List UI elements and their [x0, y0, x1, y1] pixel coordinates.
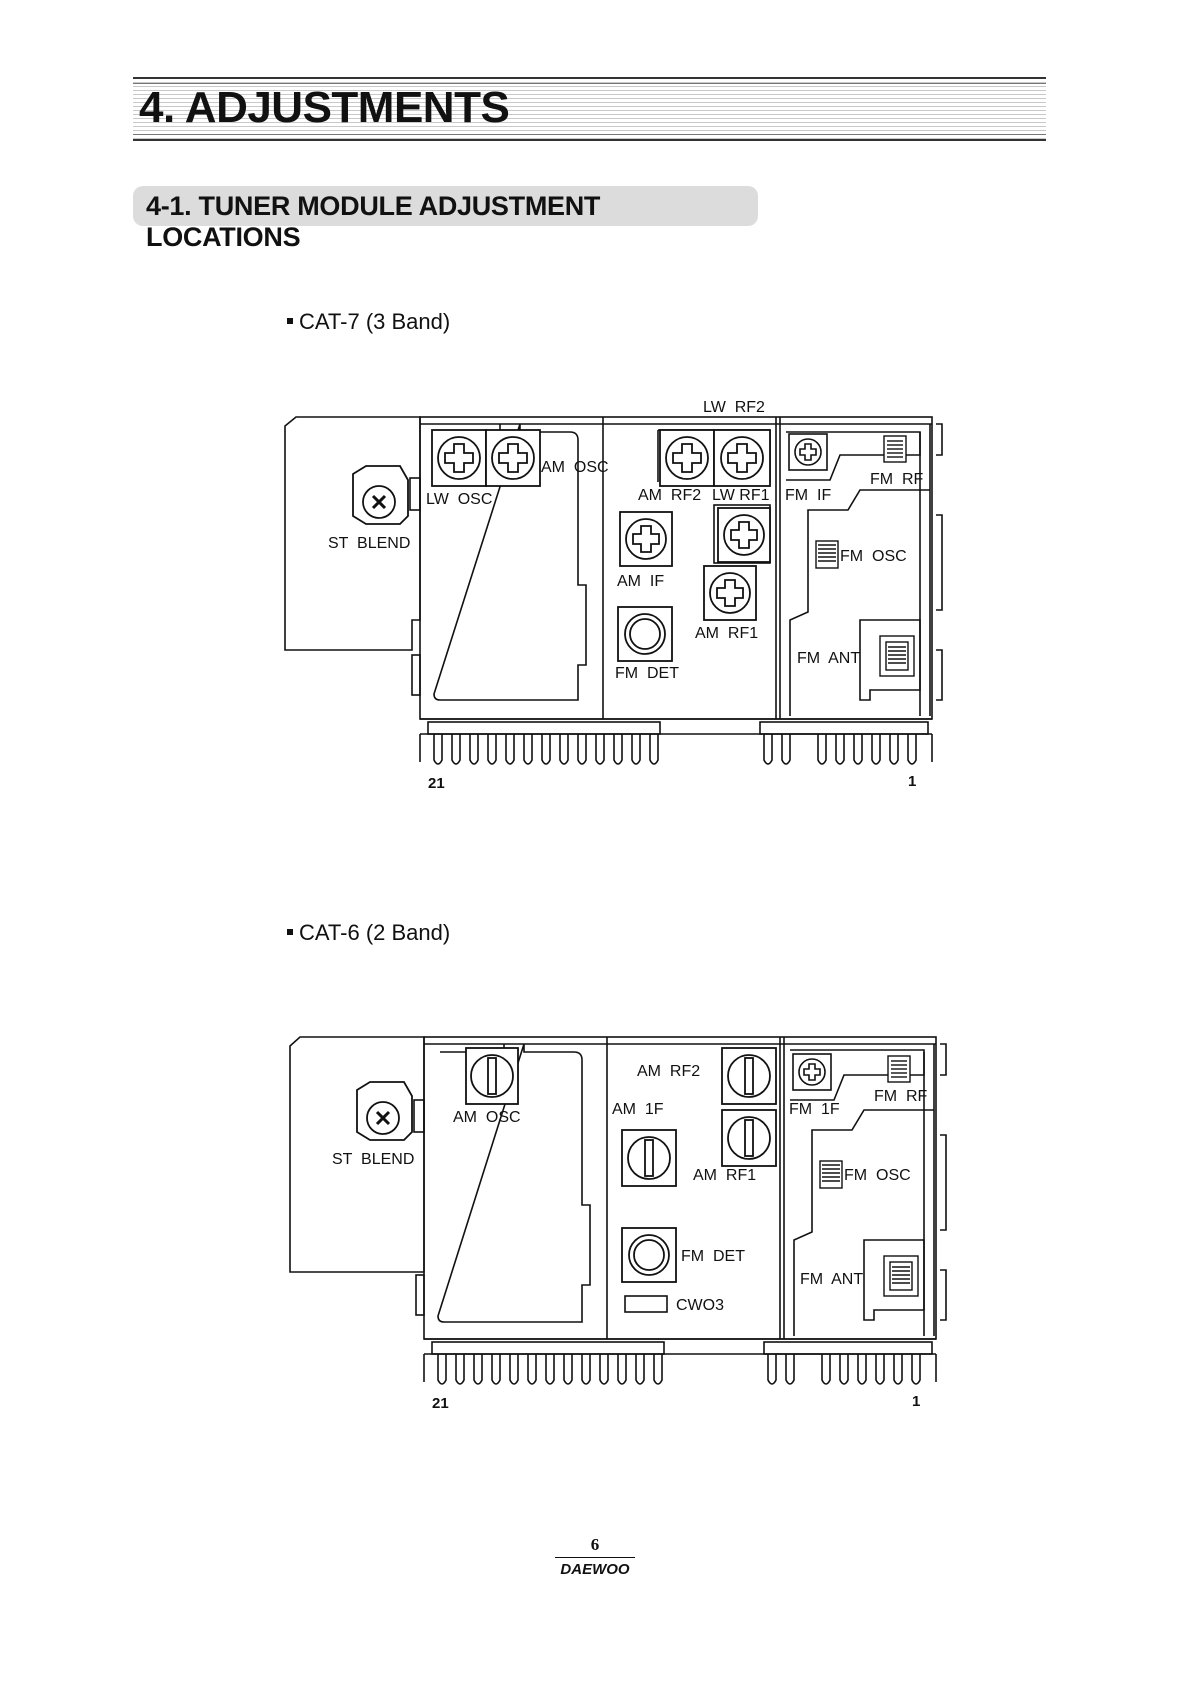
cat6-fm-1f-screw: [793, 1054, 831, 1090]
bullet-icon: [287, 929, 293, 935]
chapter-title-bar: 4. ADJUSTMENTS: [133, 77, 1046, 141]
cat6-fm-ant-coil: [884, 1256, 918, 1296]
cat7-rf-screws: [660, 430, 770, 486]
cat6-label-text: CAT-6 (2 Band): [299, 920, 450, 945]
cat6-pin-1-label: 1: [912, 1393, 920, 1410]
cat7-st-blend-label: ST BLEND: [328, 535, 410, 552]
cat6-am-rf2-screw: [722, 1048, 776, 1104]
brand-logo: DAEWOO: [545, 1561, 645, 1578]
cat7-am-rf1-label: AM RF1: [695, 625, 758, 642]
cat6-st-blend-label: ST BLEND: [332, 1151, 414, 1168]
cat7-fm-ant-label: FM ANT: [797, 650, 860, 667]
cat7-pin-21-label: 21: [428, 775, 445, 792]
cat6-fm-osc-label: FM OSC: [844, 1167, 911, 1184]
footer-rule: [555, 1557, 635, 1558]
cat7-label-text: CAT-7 (3 Band): [299, 309, 450, 334]
cat7-am-osc-label: AM OSC: [541, 459, 609, 476]
section-title: 4-1. TUNER MODULE ADJUSTMENT LOCATIONS: [146, 191, 758, 253]
cat7-fm-if-label: FM IF: [785, 487, 831, 504]
cat7-osc-screws: [432, 430, 540, 486]
cat6-fm-rf-label: FM RF: [874, 1088, 928, 1105]
cat6-fm-det-coil: [622, 1228, 676, 1282]
cat7-am-cross-screw: [718, 508, 770, 562]
cat6-st-blend-knob: [357, 1082, 412, 1140]
cat6-fm-osc-coil: [820, 1161, 842, 1188]
cat7-fm-osc-label: FM OSC: [840, 548, 907, 565]
section-heading-box: 4-1. TUNER MODULE ADJUSTMENT LOCATIONS: [133, 186, 758, 226]
cat6-cwo3-label: CWO3: [676, 1297, 724, 1314]
cat7-fm-rf-coil: [884, 436, 906, 462]
cat6-bracket: [290, 1037, 424, 1272]
cat6-fm-1f-label: FM 1F: [789, 1101, 840, 1118]
title-rule-bottom: [133, 134, 1046, 135]
cat7-am-rf2-label: AM RF2: [638, 487, 701, 504]
cat6-am-1f-label: AM 1F: [612, 1101, 664, 1118]
cat6-am-rf2-label: AM RF2: [637, 1063, 700, 1080]
cat7-fm-ant-coil: [880, 636, 914, 676]
cat6-am-osc-screw: [466, 1048, 518, 1104]
cat6-label: CAT-6 (2 Band): [287, 920, 450, 946]
page-number: 6: [545, 1535, 645, 1555]
cat7-am-rf1-screw: [704, 566, 756, 620]
chapter-title: 4. ADJUSTMENTS: [139, 83, 509, 133]
cat7-fm-osc-coil: [816, 541, 838, 568]
cat6-am-osc-label: AM OSC: [453, 1109, 521, 1126]
cat7-connector-strip: [428, 722, 928, 734]
cat7-fm-rf-label: FM RF: [870, 471, 924, 488]
cat7-bracket: [285, 417, 420, 650]
cat7-st-blend-knob: [353, 466, 408, 524]
cat6-am-rf1-screw: [722, 1110, 776, 1166]
cat7-lw-osc-label: LW OSC: [426, 491, 492, 508]
cat6-cwo3-component: [625, 1296, 667, 1312]
cat7-pin-1-label: 1: [908, 773, 916, 790]
cat7-fm-det-coil: [618, 607, 672, 661]
bullet-icon: [287, 318, 293, 324]
cat7-pins: [420, 734, 932, 764]
cat7-lw-rf1-label: LW RF1: [712, 487, 770, 504]
cat6-pins: [424, 1354, 936, 1384]
cat6-fm-det-label: FM DET: [681, 1248, 745, 1265]
cat7-lw-rf2-label: LW RF2: [703, 399, 765, 416]
cat7-fm-if-screw: [789, 434, 827, 470]
cat6-pin-21-label: 21: [432, 1395, 449, 1412]
cat6-fm-ant-label: FM ANT: [800, 1271, 863, 1288]
page-footer: 6 DAEWOO: [545, 1535, 645, 1578]
cat7-label: CAT-7 (3 Band): [287, 309, 450, 335]
cat7-main-body: [420, 417, 932, 719]
cat7-am-if-screw: [620, 512, 672, 566]
cat6-fm-rf-coil: [888, 1056, 910, 1082]
cat7-am-if-label: AM IF: [617, 573, 664, 590]
cat6-main-body: [424, 1037, 936, 1339]
cat6-am-1f-screw: [622, 1130, 676, 1186]
cat7-fm-det-label: FM DET: [615, 665, 679, 682]
cat6-am-rf1-label: AM RF1: [693, 1167, 756, 1184]
